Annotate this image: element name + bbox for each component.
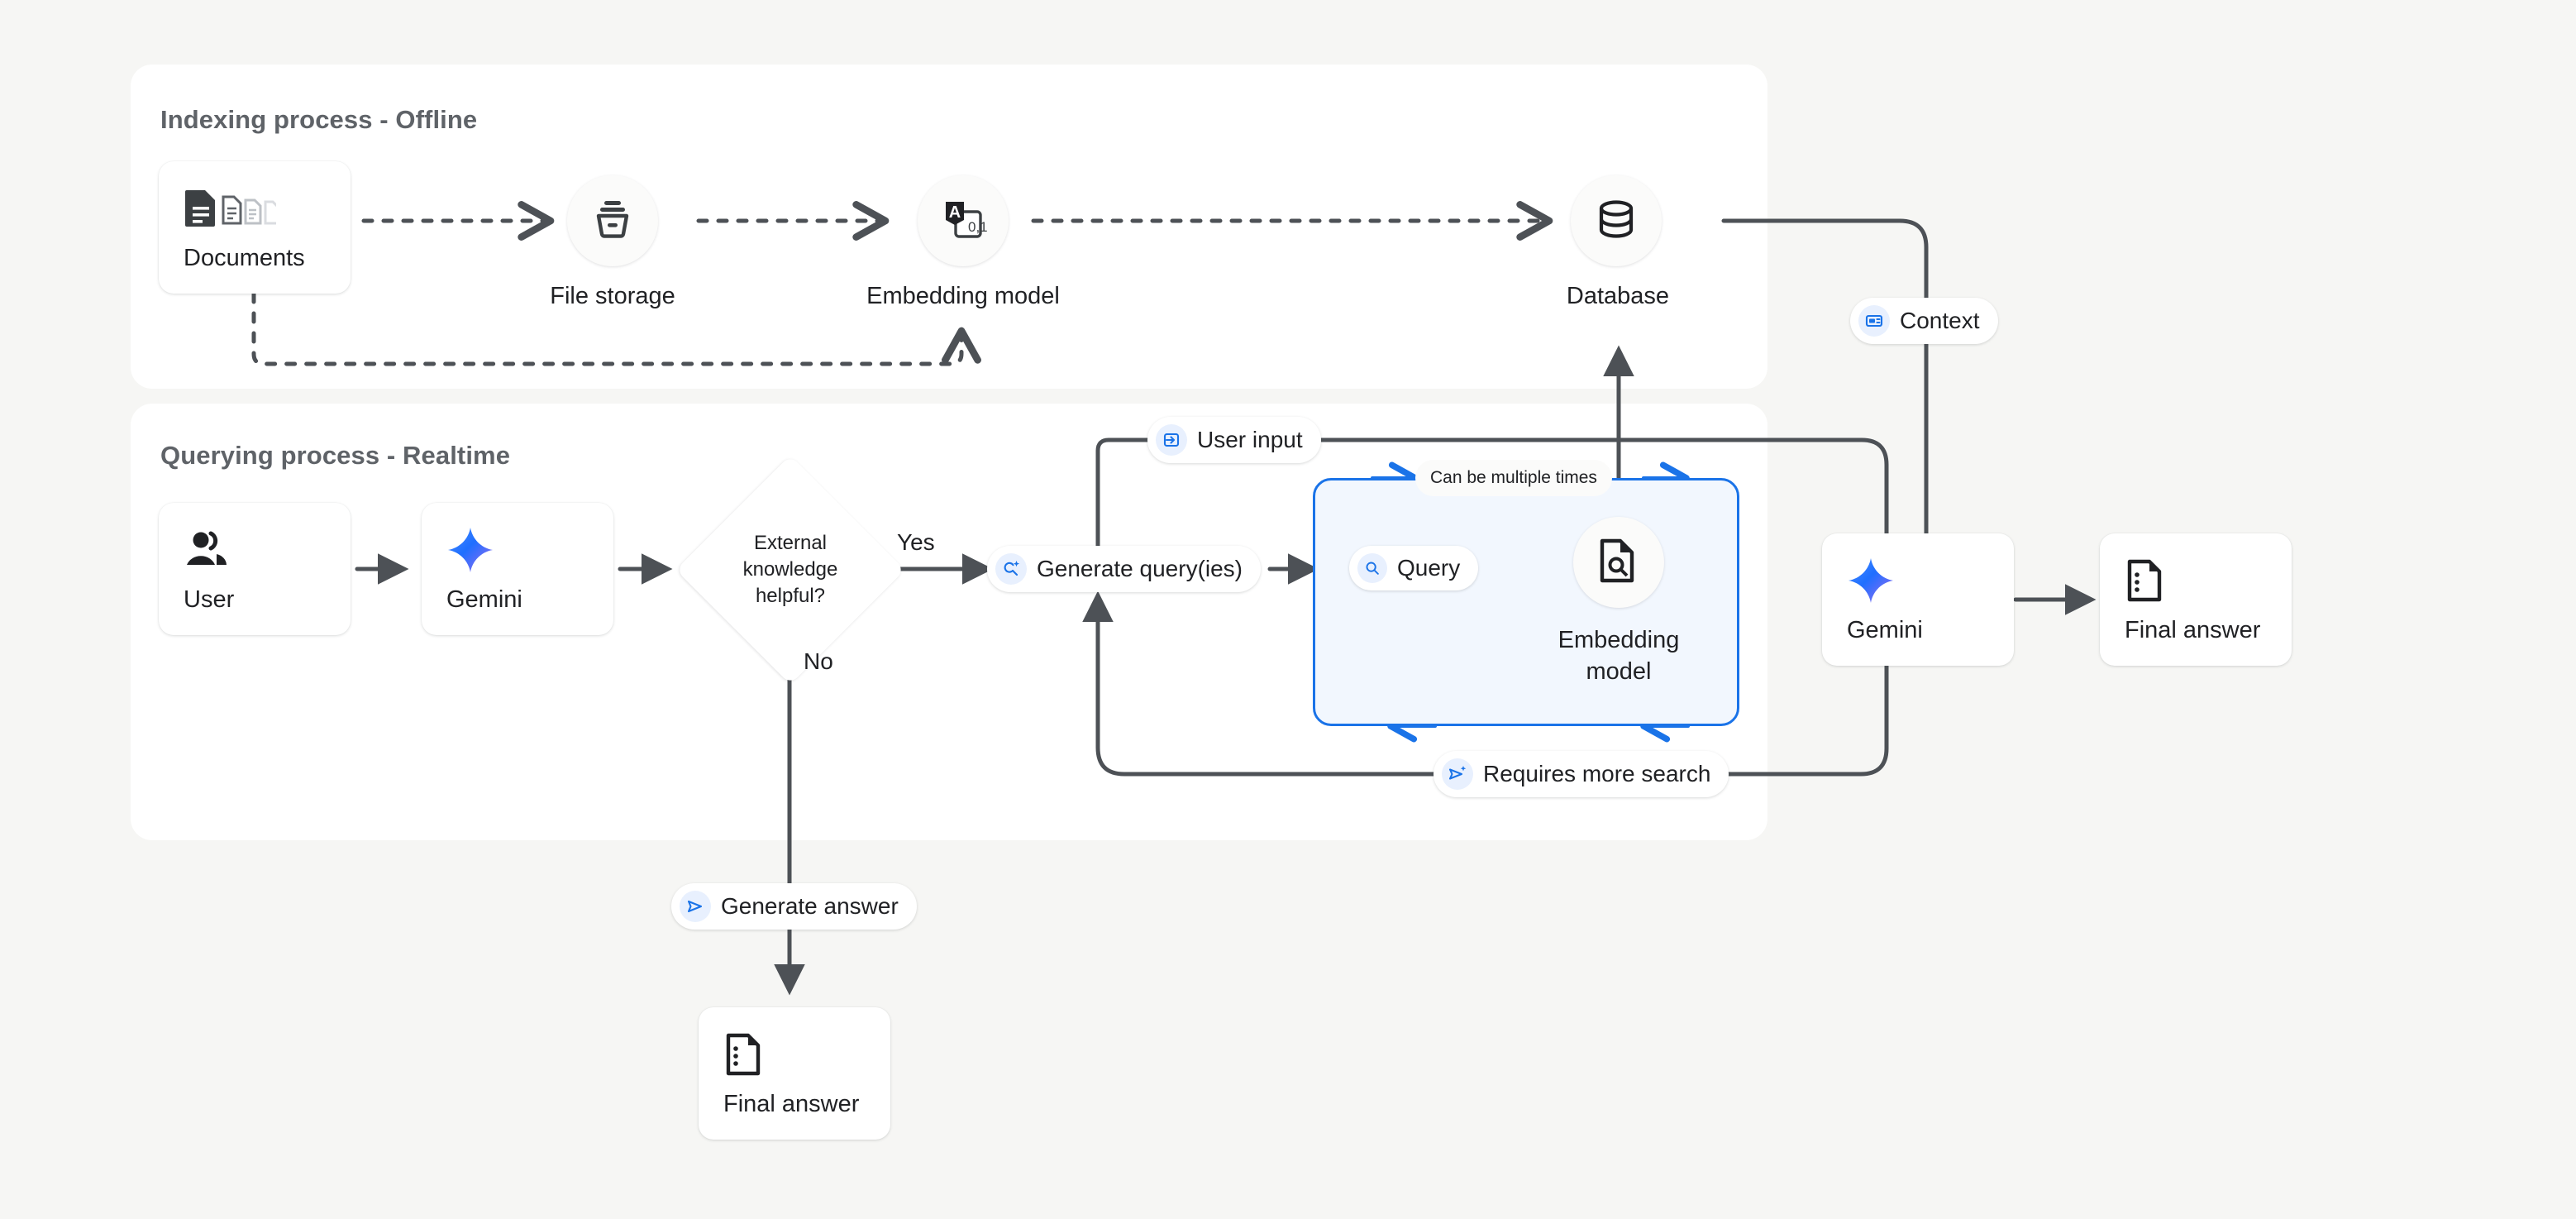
embedding-model-label-index: Embedding model	[866, 283, 1060, 309]
final-answer-icon	[723, 1030, 763, 1079]
querying-panel-title: Querying process - Realtime	[160, 441, 511, 470]
context-label: Context	[1900, 308, 1980, 333]
database-label: Database	[1566, 283, 1670, 309]
indexing-panel-title: Indexing process - Offline	[160, 105, 478, 134]
generate-answer-pill[interactable]: Generate answer	[671, 883, 917, 930]
search-icon	[1357, 553, 1387, 583]
requires-more-search-pill[interactable]: Requires more search	[1433, 751, 1729, 797]
loop-note: Can be multiple times	[1415, 460, 1612, 496]
embedding-model-icon: 0,1 A	[939, 195, 988, 247]
decision-yes-label: Yes	[897, 529, 935, 555]
svg-text:A: A	[949, 203, 961, 222]
document-search-icon	[1597, 538, 1640, 588]
gemini-label-right: Gemini	[1847, 616, 1923, 643]
send-sparkle-icon	[1442, 758, 1473, 790]
user-input-label: User input	[1197, 427, 1303, 452]
final-answer-card-bottom[interactable]: Final answer	[699, 1007, 890, 1140]
database-icon	[1594, 197, 1639, 246]
context-pill[interactable]: Context	[1850, 298, 1998, 344]
final-answer-icon	[2125, 556, 2164, 605]
generate-queries-pill[interactable]: Generate query(ies)	[987, 546, 1262, 592]
query-pill[interactable]: Query	[1349, 546, 1479, 590]
file-storage-icon	[589, 196, 636, 246]
user-input-pill[interactable]: User input	[1147, 417, 1321, 463]
database-node[interactable]	[1571, 175, 1662, 266]
decision-no-label: No	[804, 648, 833, 674]
gemini-spark-icon	[1847, 556, 1895, 605]
embedding-model-label-query: Embedding model	[1558, 627, 1680, 685]
user-label: User	[184, 586, 235, 613]
documents-icon	[184, 184, 276, 233]
search-sparkle-icon	[995, 553, 1027, 585]
final-answer-card-right[interactable]: Final answer	[2100, 533, 2292, 666]
generate-answer-label: Generate answer	[721, 893, 899, 919]
gemini-card-right[interactable]: Gemini	[1822, 533, 2014, 666]
documents-card[interactable]: Documents	[159, 161, 351, 294]
input-arrow-icon	[1156, 424, 1187, 456]
context-card-icon	[1858, 305, 1890, 337]
embedding-model-node-index[interactable]: 0,1 A	[918, 175, 1009, 266]
decision-label: External knowledge helpful?	[742, 532, 838, 607]
generate-queries-label: Generate query(ies)	[1037, 556, 1243, 581]
gemini-card-left[interactable]: Gemini	[422, 503, 613, 635]
svg-text:0,1: 0,1	[968, 219, 987, 235]
query-label: Query	[1397, 555, 1461, 581]
embedding-model-node-query[interactable]	[1573, 517, 1664, 608]
send-icon	[680, 891, 711, 922]
documents-label: Documents	[184, 244, 305, 271]
final-answer-label-bottom: Final answer	[723, 1090, 860, 1117]
retrieval-loop-box	[1313, 478, 1739, 726]
requires-more-search-label: Requires more search	[1483, 761, 1711, 786]
file-storage-node[interactable]	[567, 175, 658, 266]
gemini-label-left: Gemini	[446, 586, 522, 613]
file-storage-label: File storage	[550, 283, 675, 309]
final-answer-label-right: Final answer	[2125, 616, 2261, 643]
gemini-spark-icon	[446, 525, 494, 575]
user-group-icon	[184, 525, 231, 575]
user-card[interactable]: User	[159, 503, 351, 635]
